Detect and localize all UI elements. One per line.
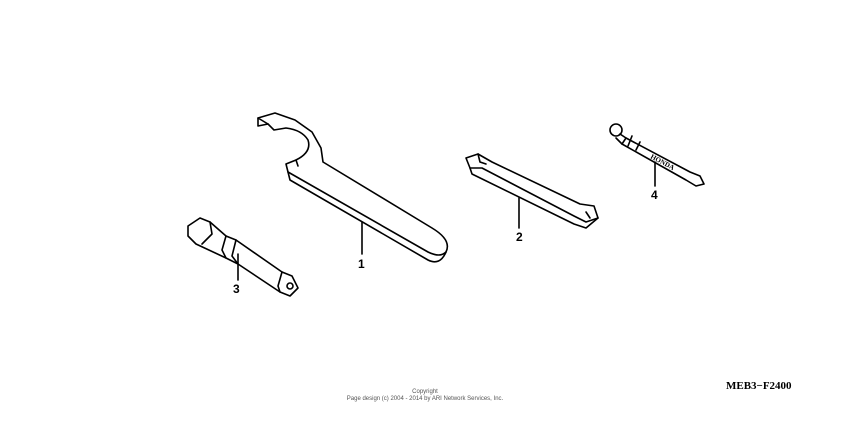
diagram-code: MEB3−F2400 (726, 380, 792, 392)
copyright-title: Copyright (412, 389, 438, 395)
callout-3: 3 (233, 282, 240, 296)
hook-spanner-wrench (257, 112, 449, 263)
socket-extension-bar (187, 217, 299, 297)
callout-2: 2 (516, 230, 523, 244)
callout-1: 1 (358, 257, 365, 271)
copyright-line: Page design (c) 2004 - 2014 by ARI Netwo… (346, 396, 504, 402)
double-ended-wrench (465, 153, 599, 229)
callout-4: 4 (651, 188, 658, 202)
ball-end-driver (609, 123, 705, 187)
